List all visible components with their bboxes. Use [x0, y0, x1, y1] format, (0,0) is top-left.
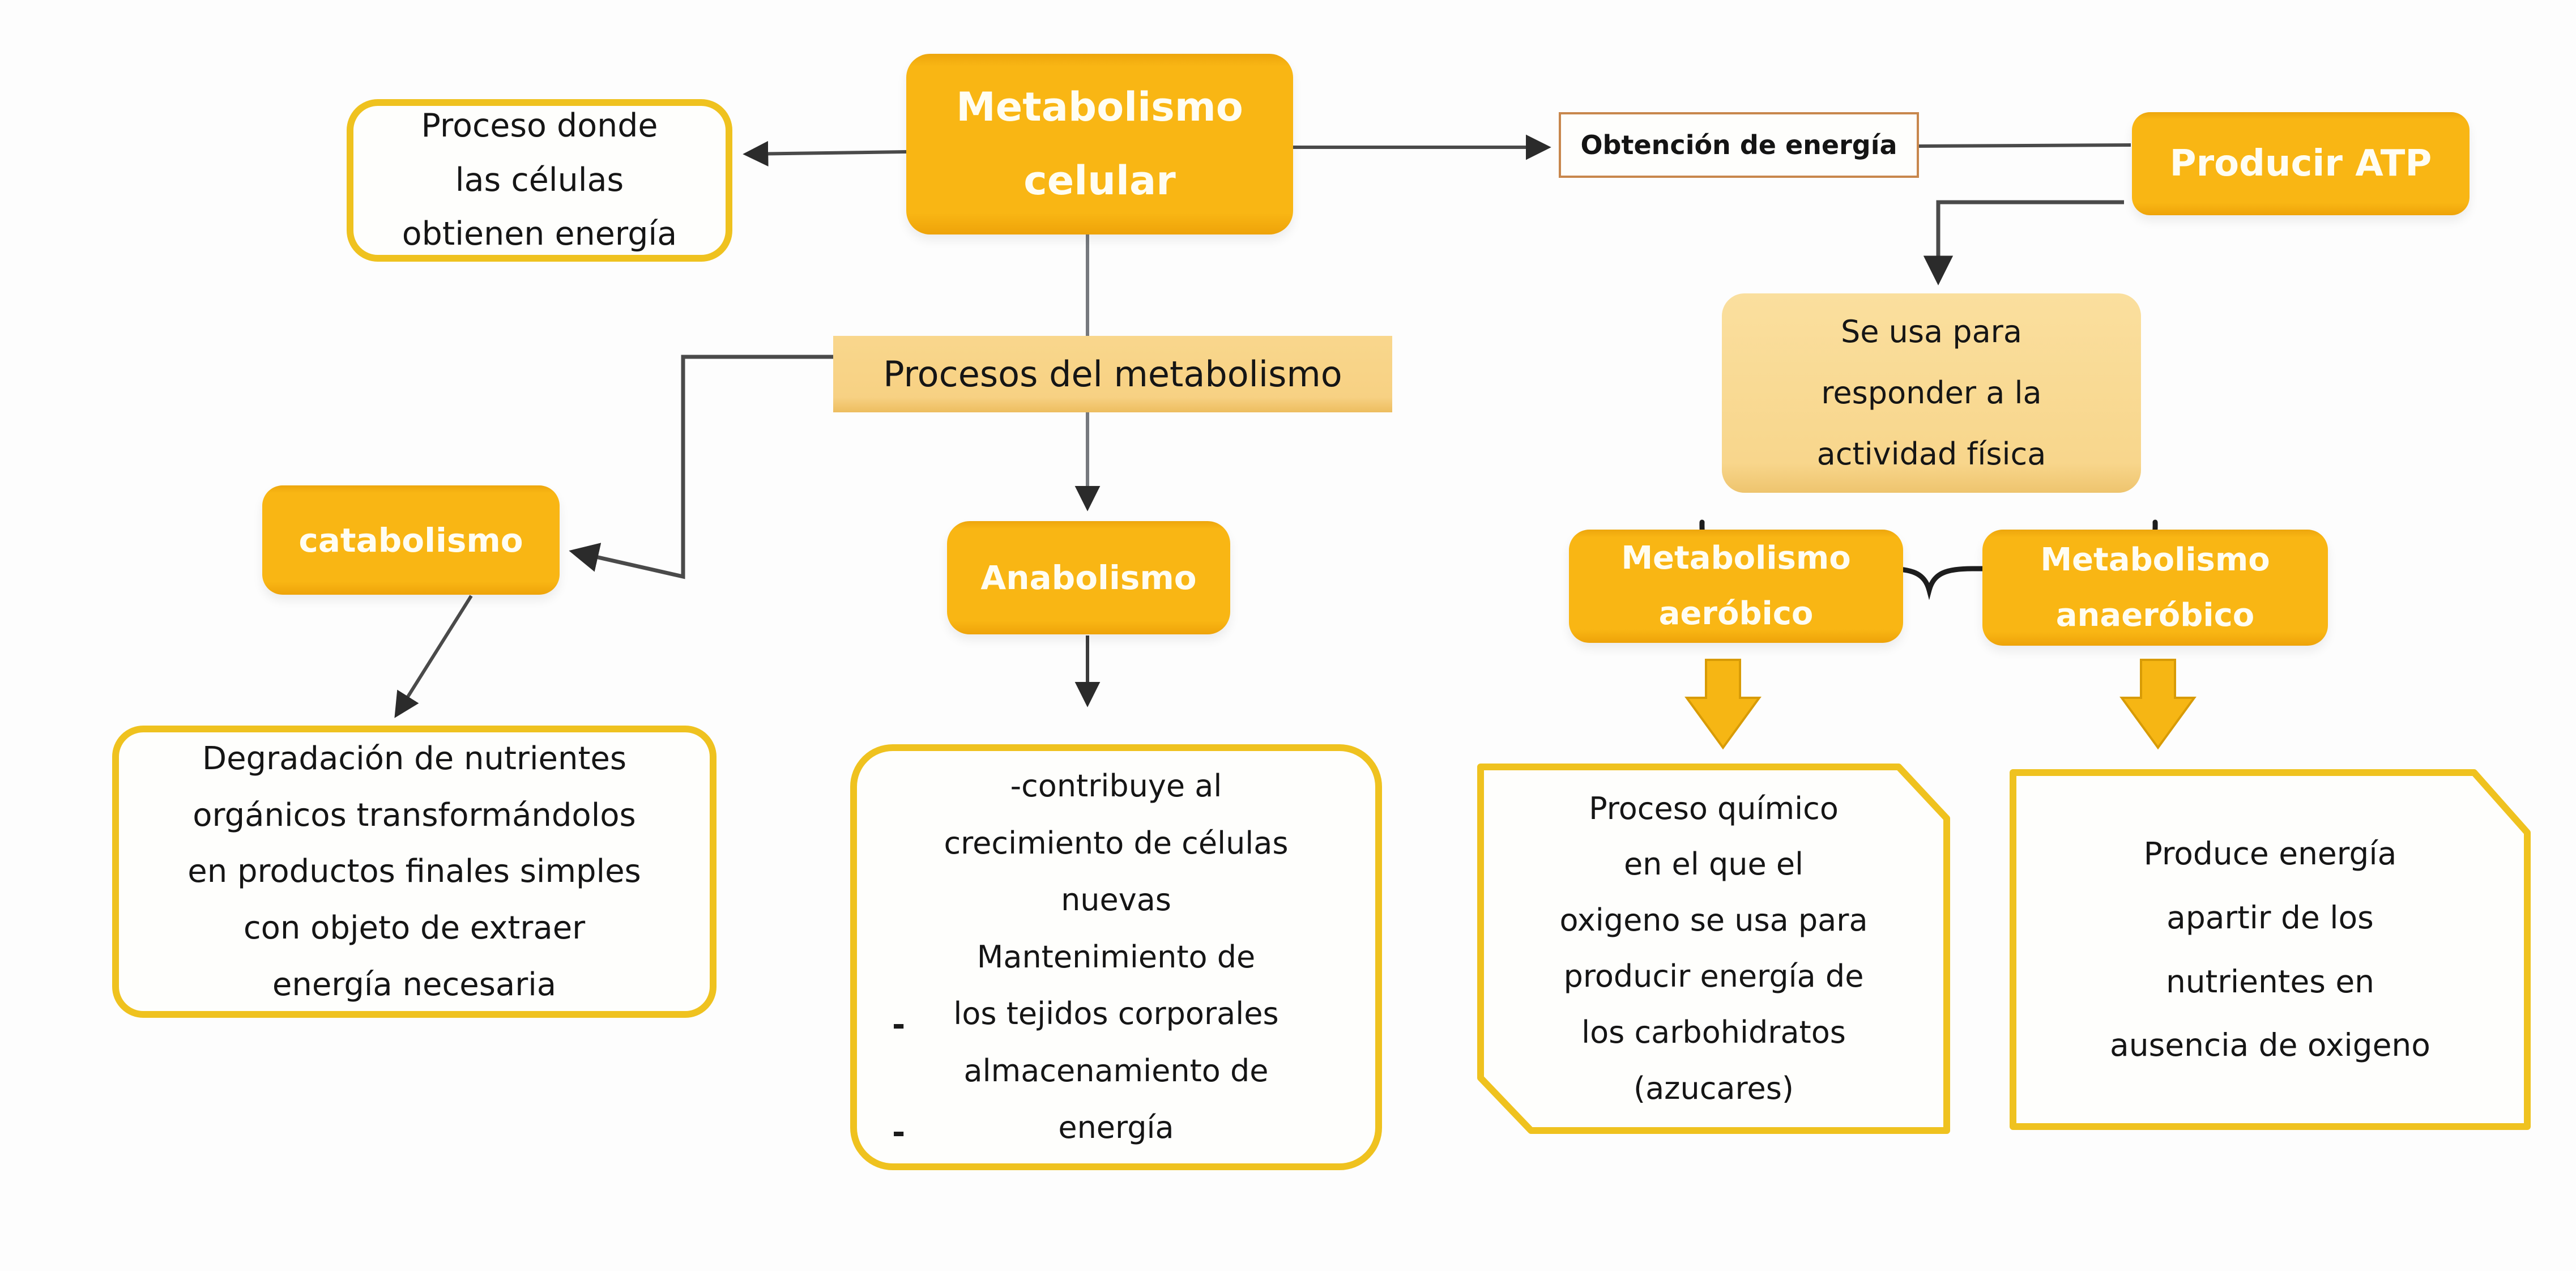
node-metabolismo-celular: Metabolismo celular: [906, 54, 1293, 234]
edge-celular-definicion: [743, 140, 907, 167]
edge-procesos-catabolismo: [569, 355, 833, 579]
note-aerobico-descripcion: Proceso químico en el que el oxigeno se …: [1481, 767, 1947, 1131]
block-arrow-aerobico: [1684, 659, 1762, 750]
label-procesos-metabolismo: Procesos del metabolismo: [833, 336, 1392, 412]
note-uso-atp-text: Se usa para responder a la actividad fís…: [1816, 314, 2046, 472]
anabolismo-item-dash-1: -: [892, 1006, 906, 1043]
node-metabolismo-aerobico-label: Metabolismo aeróbico: [1621, 540, 1851, 632]
note-definicion-text: Proceso donde las células obtienen energ…: [402, 106, 677, 253]
node-catabolismo-label: catabolismo: [298, 521, 523, 560]
note-aerobico-descripcion-text: Proceso químico en el que el oxigeno se …: [1559, 790, 1868, 1106]
node-catabolismo: catabolismo: [262, 485, 560, 595]
note-catabolismo-descripcion: Degradación de nutrientes orgánicos tran…: [112, 726, 716, 1018]
node-anabolismo: Anabolismo: [947, 521, 1230, 634]
note-anaerobico-descripcion-text: Produce energía apartir de los nutriente…: [2110, 835, 2430, 1064]
node-metabolismo-anaerobico-label: Metabolismo anaeróbico: [2040, 541, 2270, 634]
label-procesos-metabolismo-text: Procesos del metabolismo: [883, 353, 1342, 395]
edge-atp-uso: [1923, 200, 2124, 285]
note-anaerobico-descripcion: Produce energía apartir de los nutriente…: [2013, 773, 2527, 1127]
block-arrow-anaerobico: [2119, 659, 2197, 750]
anabolismo-item-dash-2: -: [892, 1114, 906, 1151]
node-obtencion-energia-label: Obtención de energía: [1580, 130, 1897, 160]
note-anabolismo-descripcion-text: -contribuye al crecimiento de células nu…: [944, 768, 1289, 1146]
node-anabolismo-label: Anabolismo: [980, 558, 1197, 597]
node-producir-atp-label: Producir ATP: [2169, 143, 2432, 185]
node-metabolismo-aerobico: Metabolismo aeróbico: [1569, 530, 1903, 643]
node-producir-atp: Producir ATP: [2132, 112, 2470, 215]
note-anabolismo-descripcion: -contribuye al crecimiento de células nu…: [850, 744, 1382, 1170]
edge-obtencion-atp: [1918, 143, 2131, 148]
note-definicion: Proceso donde las células obtienen energ…: [347, 99, 732, 262]
edge-catabolismo-descripcion: [394, 595, 473, 718]
note-uso-atp: Se usa para responder a la actividad fís…: [1722, 293, 2141, 493]
node-metabolismo-anaerobico: Metabolismo anaeróbico: [1982, 530, 2328, 646]
node-metabolismo-celular-label: Metabolismo celular: [956, 84, 1243, 204]
note-catabolismo-descripcion-text: Degradación de nutrientes orgánicos tran…: [187, 740, 641, 1003]
node-obtencion-energia: Obtención de energía: [1559, 112, 1919, 178]
